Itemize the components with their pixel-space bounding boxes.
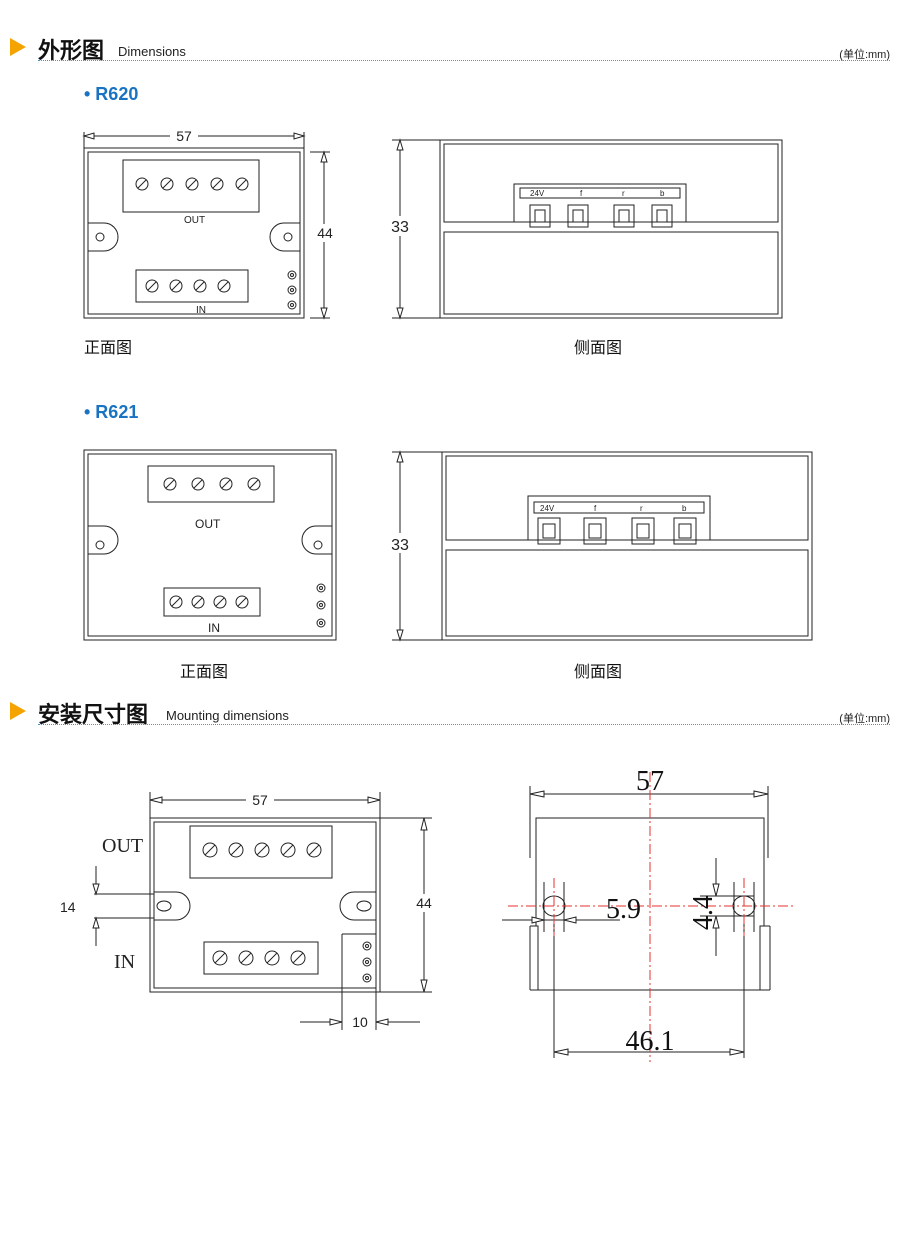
mounting-title-cn: 安装尺寸图 <box>38 703 149 728</box>
r620-terminal-24v: 24V <box>530 189 545 198</box>
mounting-hole-offset-dim: 14 <box>60 899 76 915</box>
mounting-out-label: OUT <box>102 835 143 857</box>
r621-in-label: IN <box>208 621 220 635</box>
r620-width-dim: 57 <box>176 128 192 144</box>
r620-height-dim: 44 <box>317 225 333 241</box>
section-arrow-icon <box>10 38 26 56</box>
mounting-in-label: IN <box>114 951 135 973</box>
mounting-title-en: Mounting dimensions <box>166 708 289 723</box>
mounting-front-view: 57 44 OUT IN 14 10 <box>60 791 440 1030</box>
r621-front-caption: 正面图 <box>180 662 229 681</box>
r620-model-title: • R620 <box>84 84 139 104</box>
r620-side-height-dim: 33 <box>391 219 409 236</box>
mounting-side-width-dim: 57 <box>636 766 664 797</box>
r621-model-title: • R621 <box>84 402 139 422</box>
mounting-pin-offset-dim: 10 <box>352 1014 368 1030</box>
mounting-width-dim: 57 <box>252 792 268 808</box>
dimensions-rule <box>38 60 890 61</box>
mounting-hole-dia-dim: 5.9 <box>606 894 641 925</box>
r620-front-view: 57 44 OUT IN <box>82 128 337 320</box>
mounting-rule <box>38 724 890 725</box>
dimensions-header: 外形图 Dimensions (单位:mm) <box>10 32 890 64</box>
r621-side-caption: 侧面图 <box>574 662 623 681</box>
r621-terminal-24v: 24V <box>540 504 555 513</box>
r621-side-height-dim: 33 <box>391 537 409 554</box>
mounting-height-dim: 44 <box>416 895 432 911</box>
r621-front-view: OUT IN <box>83 449 337 641</box>
r620-terminal-b: b <box>660 189 665 198</box>
r620-side-caption: 侧面图 <box>574 338 623 357</box>
mounting-unit: (单位:mm) <box>839 713 890 725</box>
r620-in-label: IN <box>196 305 206 316</box>
mounting-hole-spacing-dim: 46.1 <box>626 1026 675 1057</box>
mounting-header: 安装尺寸图 Mounting dimensions (单位:mm) <box>10 696 890 728</box>
mounting-hole-view: 57 5.9 4.4 46.1 <box>502 766 796 1062</box>
dimensions-title-cn: 外形图 <box>38 39 105 64</box>
r620-terminal-r: r <box>622 189 625 198</box>
r620-out-label: OUT <box>184 215 205 226</box>
r621-terminal-r: r <box>640 504 643 513</box>
r621-terminal-f: f <box>594 504 597 513</box>
dimensions-unit: (单位:mm) <box>839 49 890 61</box>
r621-terminal-b: b <box>682 504 687 513</box>
mounting-hole-height-dim: 4.4 <box>688 895 719 930</box>
r621-out-label: OUT <box>195 517 221 531</box>
r620-terminal-f: f <box>580 189 583 198</box>
r620-front-caption: 正面图 <box>84 338 133 357</box>
r621-side-view: 33 24V f r b <box>386 450 813 642</box>
section-arrow-icon <box>10 702 26 720</box>
dimensions-title-en: Dimensions <box>118 44 186 59</box>
r620-side-view: 33 24V f r b <box>386 138 783 320</box>
